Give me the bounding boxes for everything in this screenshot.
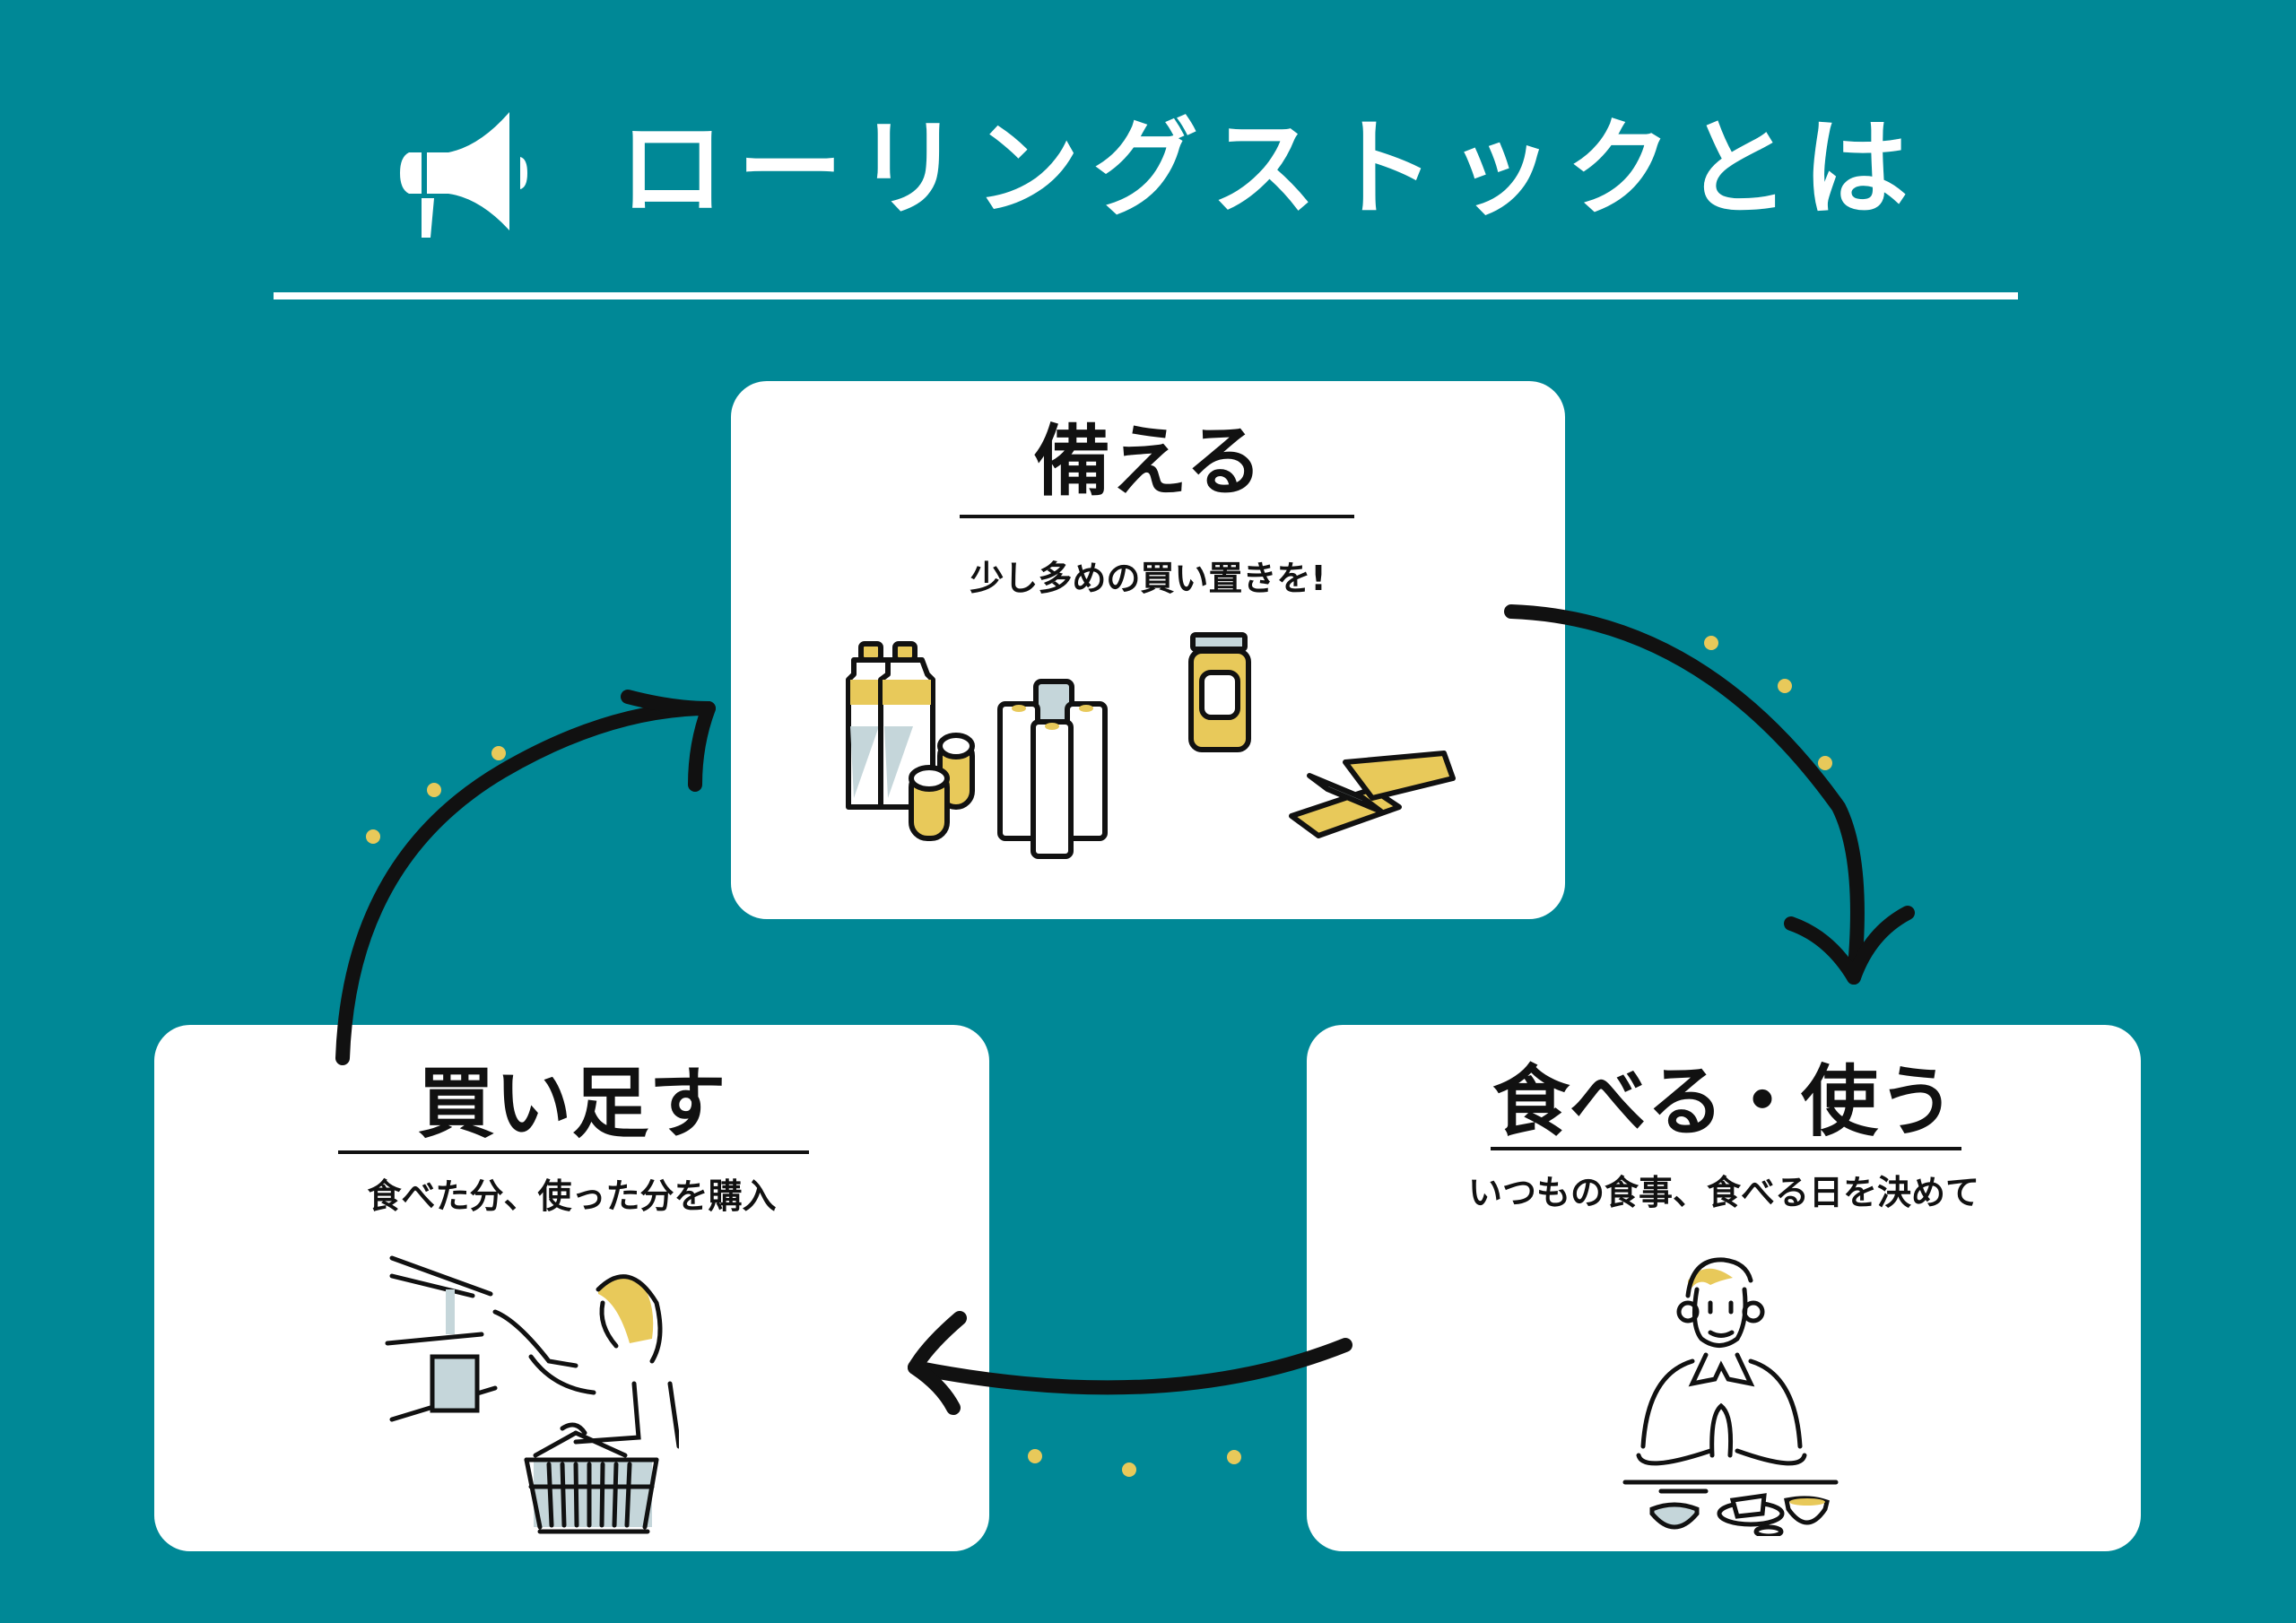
- step-title-underline: [338, 1150, 809, 1154]
- step-card-consume: 食べる・使う いつもの食事、食べる日を決めて: [1307, 1025, 2141, 1551]
- megaphone-icon: [400, 112, 527, 238]
- page-title: ローリングストックとは: [619, 107, 1922, 230]
- person-eating-illustration: [1622, 1257, 1839, 1536]
- snack-pack-icon: [1289, 751, 1456, 838]
- step-title-underline: [960, 515, 1354, 518]
- step-card-restock: 買い足す 食べた分、使った分を購入: [154, 1025, 989, 1551]
- title-divider: [274, 292, 2018, 299]
- step-card-prepare: 備える 少し多めの買い置きを!: [731, 381, 1565, 919]
- arrow-restock-to-prepare: [335, 690, 716, 1065]
- decorative-dot: [366, 829, 380, 844]
- decorative-dot: [1704, 636, 1718, 650]
- step-subtitle: いつもの食事、食べる日を決めて: [1467, 1173, 1979, 1212]
- step-subtitle: 少し多めの買い置きを!: [970, 559, 1326, 598]
- decorative-dot: [491, 746, 506, 760]
- decorative-dot: [1778, 679, 1792, 693]
- decorative-dot: [427, 783, 441, 797]
- step-subtitle: 食べた分、使った分を購入: [367, 1176, 777, 1216]
- arrow-prepare-to-consume: [1504, 604, 1915, 985]
- jar-icon: [1188, 632, 1251, 752]
- stockpile-items-illustration: [846, 632, 1456, 859]
- canned-food-icon: [909, 765, 950, 841]
- step-title: 備える: [1033, 417, 1263, 507]
- step-title: 買い足す: [417, 1059, 726, 1149]
- decorative-dot: [1122, 1462, 1136, 1477]
- decorative-dot: [1227, 1450, 1241, 1464]
- step-title-underline: [1491, 1147, 1961, 1150]
- person-shopping-illustration: [385, 1255, 679, 1534]
- decorative-dot: [1028, 1449, 1042, 1463]
- step-title: 食べる・使う: [1492, 1057, 1955, 1147]
- toilet-paper-icon: [997, 679, 1108, 859]
- decorative-dot: [1818, 756, 1832, 770]
